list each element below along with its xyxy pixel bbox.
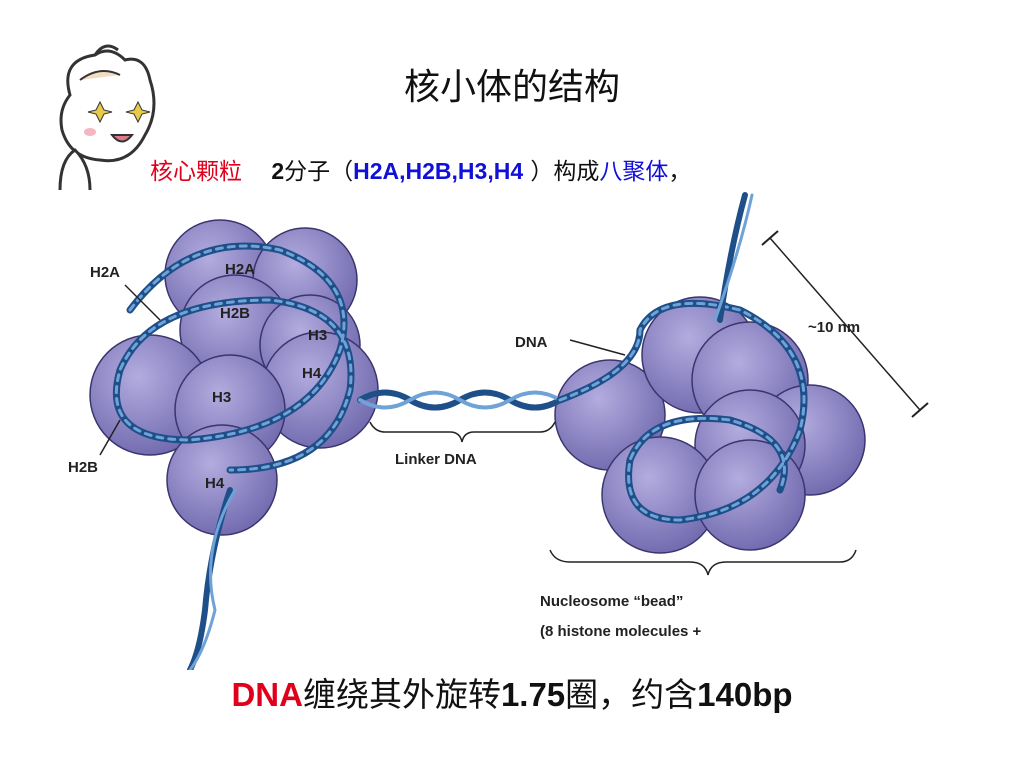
label-h4-bottom: H4 [205,475,225,492]
molecules-text: 分子（ [284,159,354,185]
label-10nm: ~10 nm [808,319,860,336]
label-linker-dna: Linker DNA [395,451,477,468]
label-h2a-outer: H2A [90,264,120,281]
label-nucleosome-bead: Nucleosome “bead” [540,593,683,610]
label-h2b-inner: H2B [220,305,250,322]
label-h3-right: H3 [308,327,327,344]
histone-list: H2A,H2B,H3,H4 [353,158,524,184]
dna-helix [112,192,808,670]
caption-turns: 1.75 [500,676,566,713]
caption-bp: 140bp [697,676,793,713]
subtitle-comma: ， [668,159,692,185]
label-h2b-outer: H2B [68,459,98,476]
bottom-caption: DNA缠绕其外旋转1.75圈，约含140bp [0,668,1024,716]
nucleosome-diagram: H2A H2A H2B H3 H4 H3 H2B H4 Linker DNA D… [68,192,929,670]
caption-text-2: 圈，约含 [565,675,698,714]
molecule-count: 2 [271,158,285,184]
caption-dna: DNA [231,676,303,713]
label-histone-molecules: (8 histone molecules + [540,623,702,640]
label-h4-right: H4 [302,365,322,382]
octamer-label: 八聚体 [599,159,669,185]
caption-text-1: 缠绕其外旋转 [302,675,501,714]
subtitle-line: 核心颗粒 2分子（H2A,H2B,H3,H4 ）构成八聚体， [150,152,691,186]
cartoon-mascot-icon [58,44,156,190]
page-title: 核小体的结构 [403,67,620,108]
compose-text: ）构成 [523,159,600,185]
label-dna: DNA [515,334,548,351]
label-h3-center: H3 [212,389,231,406]
core-particle-label: 核心颗粒 [150,159,242,185]
label-h2a-inner: H2A [225,261,255,278]
